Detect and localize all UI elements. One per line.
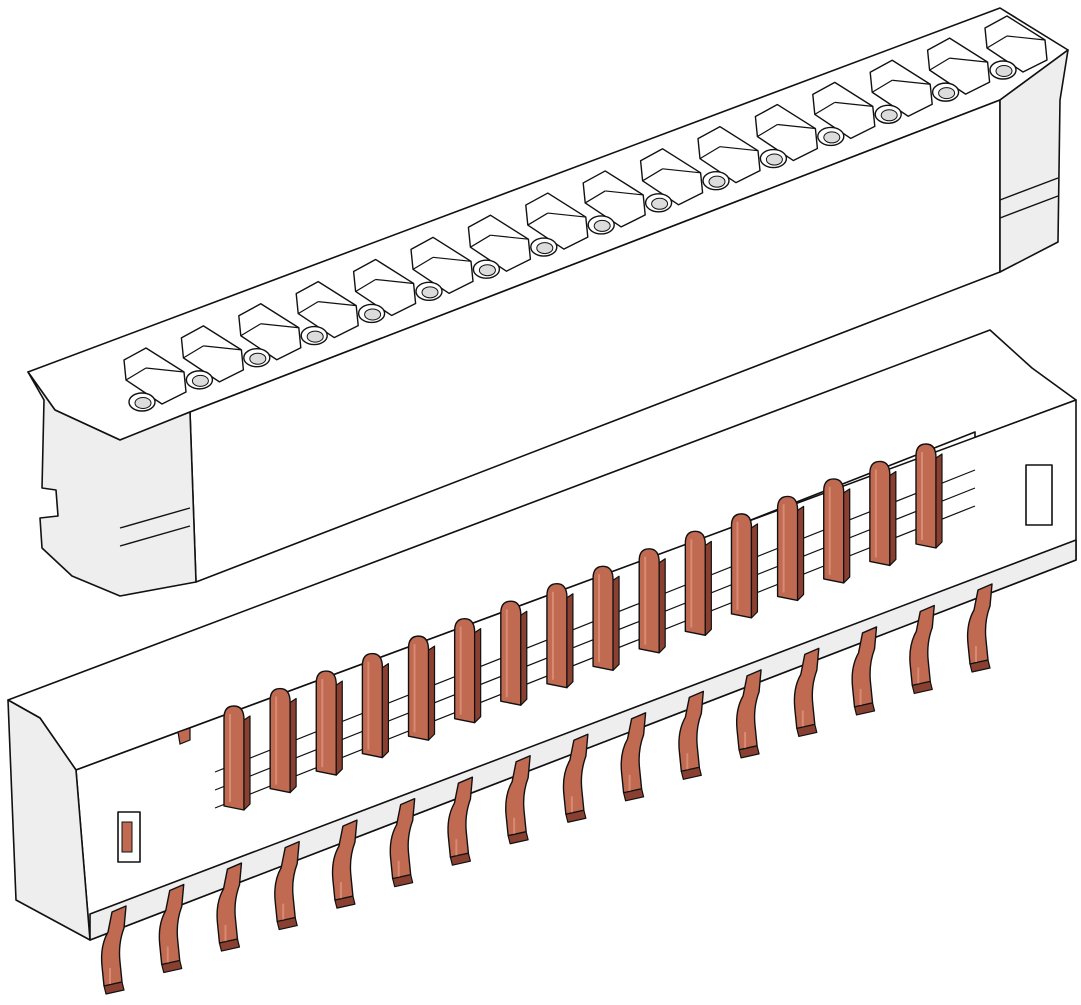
housing-contact-hole-inner <box>306 330 324 343</box>
header-pin <box>361 652 389 759</box>
solder-lead <box>158 883 185 974</box>
receptacle-housing <box>27 7 1069 597</box>
solder-lead <box>966 583 993 673</box>
header-pin <box>407 635 436 741</box>
housing-groove-left-2 <box>119 525 191 547</box>
header-pin <box>915 443 943 549</box>
solder-lead <box>735 669 762 759</box>
housing-cavity <box>467 214 532 279</box>
housing-cavity <box>525 192 589 257</box>
housing-contact-cavities <box>123 15 1048 412</box>
housing-groove-right-2 <box>999 195 1059 219</box>
header-solder-leads <box>100 583 993 995</box>
housing-cavity <box>984 15 1048 80</box>
pin-stub <box>177 727 191 745</box>
header-pin <box>592 565 620 671</box>
housing-cavity <box>295 280 359 346</box>
housing-cavity <box>869 59 933 124</box>
housing-contact-hole-inner <box>421 286 439 299</box>
housing-groove-left-1 <box>119 507 191 529</box>
housing-contact-hole-inner <box>364 308 382 321</box>
housing-contact-hole-inner <box>880 109 898 122</box>
housing-cavity <box>697 125 761 191</box>
housing-contact-hole-inner <box>191 374 209 387</box>
header-pin <box>269 687 297 794</box>
header-pin <box>869 460 897 567</box>
housing-contact-hole-inner <box>249 352 267 365</box>
solder-lead <box>331 819 358 909</box>
header-pin <box>500 600 528 706</box>
housing-groove-right-1 <box>999 177 1059 201</box>
housing-contact-hole-inner <box>478 264 496 277</box>
header-pin <box>546 583 574 689</box>
solder-lead <box>793 647 820 737</box>
header-left-endcap <box>7 699 91 941</box>
header-pin-row <box>121 443 976 853</box>
housing-left-endcap <box>27 371 197 597</box>
solder-lead <box>389 797 416 888</box>
header-pin <box>823 478 851 584</box>
housing-contact-hole-inner <box>995 65 1013 77</box>
housing-contact-hole-inner <box>651 197 669 210</box>
housing-cavity <box>639 148 704 213</box>
solder-lead <box>100 905 127 995</box>
housing-cavity <box>812 81 876 147</box>
header-pin <box>315 670 343 776</box>
solder-lead <box>216 862 243 952</box>
housing-contact-hole-inner <box>593 219 611 232</box>
solder-lead <box>620 712 647 802</box>
housing-contact-hole-inner <box>765 153 783 166</box>
header-pin <box>453 617 482 724</box>
housing-contact-hole-inner <box>823 131 841 144</box>
header-pin <box>638 548 666 654</box>
pin-header <box>7 329 1077 995</box>
header-pin <box>776 495 805 602</box>
housing-contact-hole-inner <box>938 87 956 100</box>
housing-cavity <box>238 303 302 368</box>
header-pin <box>730 513 759 619</box>
housing-contact-hole-inner <box>134 397 152 409</box>
header-pin <box>684 530 712 637</box>
housing-cavity <box>582 170 646 235</box>
housing-cavity <box>352 258 417 324</box>
solder-lead <box>562 733 589 823</box>
housing-cavity <box>754 103 819 169</box>
solder-lead <box>851 626 878 716</box>
housing-contact-hole-inner <box>536 242 554 255</box>
housing-cavity <box>410 236 474 302</box>
housing-cavity <box>926 37 991 102</box>
housing-cavity <box>180 325 245 390</box>
header-pin <box>223 705 251 811</box>
solder-lead <box>447 776 474 866</box>
housing-cavity <box>123 347 187 412</box>
latch-window-contact <box>121 821 133 853</box>
solder-lead <box>909 604 935 695</box>
header-right-latch-window <box>1025 464 1053 526</box>
solder-lead <box>505 755 531 845</box>
housing-right-endcap <box>999 49 1069 273</box>
solder-lead <box>678 690 705 780</box>
solder-lead <box>274 840 300 931</box>
housing-contact-hole-inner <box>708 175 726 188</box>
